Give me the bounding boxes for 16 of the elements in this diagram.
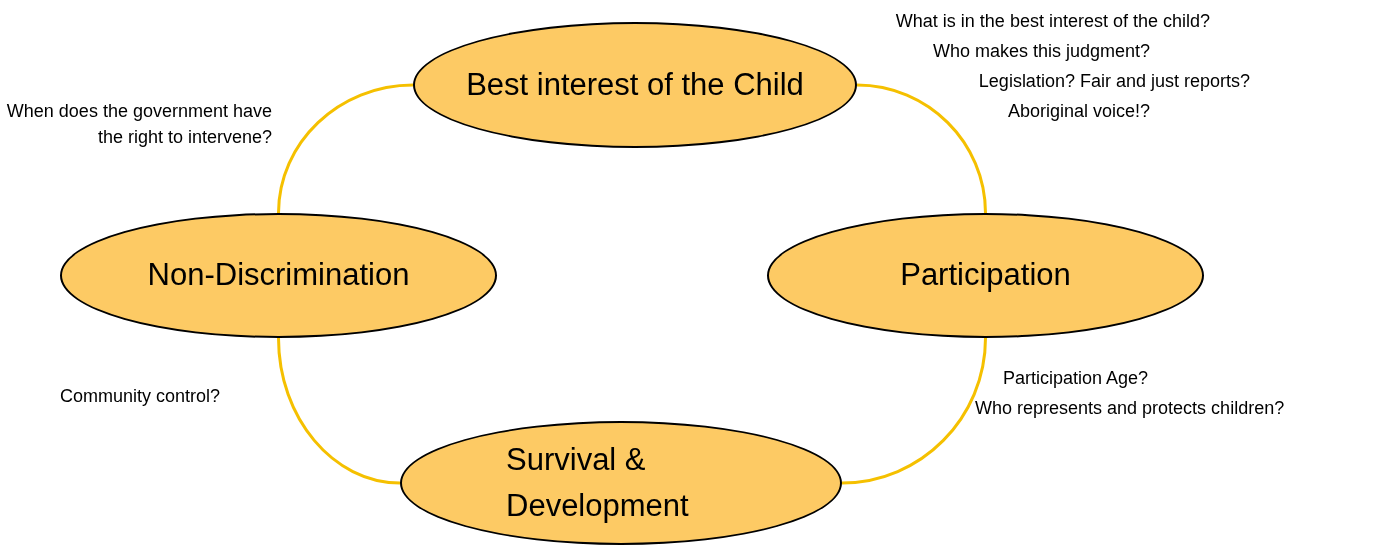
- connector-line: [277, 337, 401, 485]
- question-text: Legislation? Fair and just reports?: [977, 70, 1250, 93]
- connector-line: [856, 83, 987, 214]
- question-text: Participation Age?: [1003, 367, 1150, 390]
- question-text: What is in the best interest of the child?: [894, 10, 1210, 33]
- node-label: Participation: [900, 256, 1071, 295]
- connector-line: [277, 83, 414, 214]
- connector-line: [841, 337, 987, 485]
- question-text: When does the government have the right to intervene?: [5, 100, 272, 149]
- question-text: Who makes this judgment?: [931, 40, 1150, 63]
- node-label: Best interest of the Child: [466, 65, 804, 104]
- question-text: Who represents and protects children?: [975, 397, 1286, 420]
- node-label: Survival & Development: [506, 440, 690, 525]
- question-text: Aboriginal voice!?: [1006, 100, 1150, 123]
- node-label: Non-Discrimination: [147, 256, 410, 295]
- question-text: Community control?: [60, 385, 222, 408]
